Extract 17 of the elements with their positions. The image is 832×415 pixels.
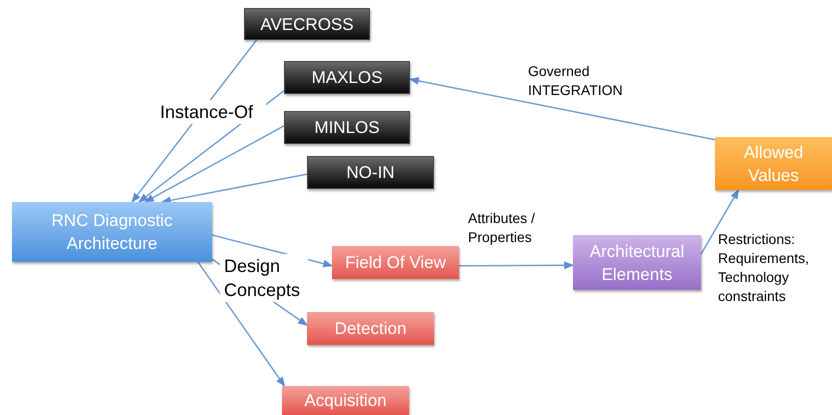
- element-box: Architectural Elements: [573, 235, 701, 290]
- arrow: [197, 262, 286, 387]
- instance-box: AVECROSS: [244, 8, 370, 40]
- instance-box: MINLOS: [284, 111, 410, 144]
- root-box: RNC Diagnostic Architecture: [12, 202, 212, 262]
- arrow: [459, 261, 574, 270]
- concept-box: Field Of View: [332, 246, 459, 279]
- arrow: [700, 189, 739, 255]
- value-box: Allowed Values: [715, 137, 832, 190]
- concept-box: Acquisition: [282, 386, 409, 415]
- instance-box: NO-IN: [307, 156, 434, 189]
- concept-box: Detection: [307, 312, 434, 345]
- instance-box: MAXLOS: [284, 61, 410, 94]
- arrow: [409, 77, 716, 140]
- group-label: Design Concepts: [220, 254, 308, 302]
- arrow: [144, 125, 284, 203]
- arrow: [161, 173, 308, 204]
